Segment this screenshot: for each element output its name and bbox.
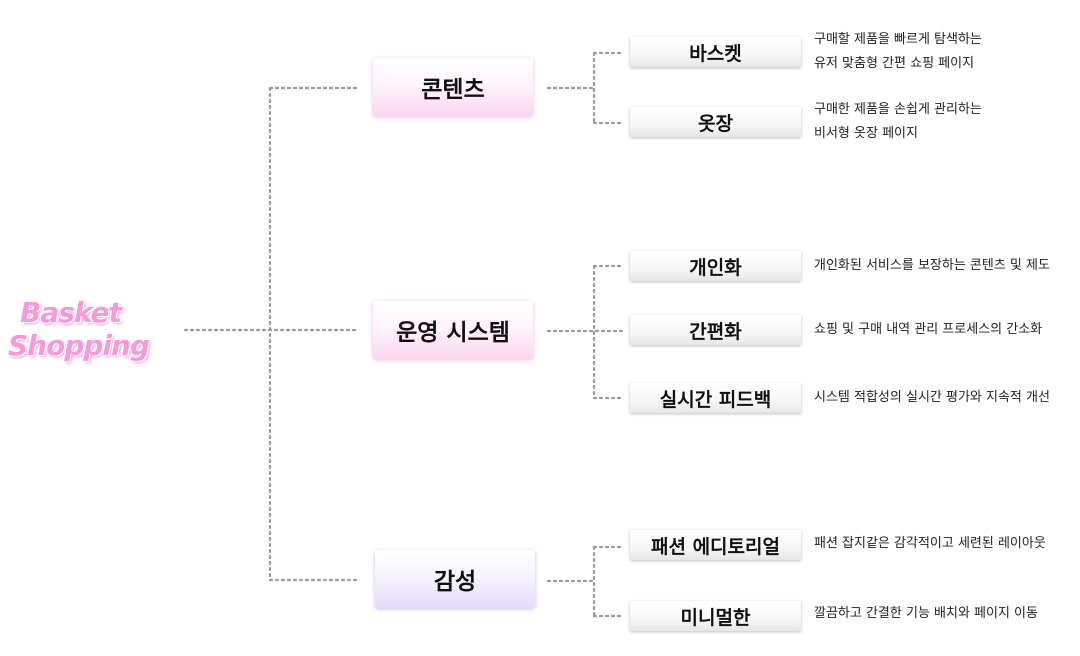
logo-line-2: Shopping <box>8 329 150 362</box>
item-realtime-feedback-description: 시스템 적합성의 실시간 평가와 지속적 개선 <box>814 386 1076 410</box>
item-closet-description: 구매한 제품을 손쉽게 관리하는 비서형 옷장 페이지 <box>814 98 1076 146</box>
connector-branch-3 <box>546 545 626 618</box>
desc-line: 구매한 제품을 손쉽게 관리하는 <box>814 102 982 117</box>
basket-shopping-logo: Basket Shopping <box>8 296 158 362</box>
category-operation-system: 운영 시스템 <box>373 301 533 359</box>
logo-line-1: Basket <box>20 296 122 329</box>
item-basket-description: 구매할 제품을 빠르게 탐색하는 유저 맞춤형 간편 쇼핑 페이지 <box>814 28 1076 76</box>
item-minimal: 미니멀한 <box>630 601 801 631</box>
item-simplification-description: 쇼핑 및 구매 내역 관리 프로세스의 간소화 <box>814 318 1076 342</box>
item-minimal-description: 깔끔하고 간결한 기능 배치와 페이지 이동 <box>814 602 1076 626</box>
item-personalization-description: 개인화된 서비스를 보장하는 콘텐츠 및 제도 <box>814 254 1076 278</box>
item-fashion-editorial: 패션 에디토리얼 <box>630 530 801 560</box>
item-realtime-feedback: 실시간 피드백 <box>630 383 801 413</box>
item-personalization: 개인화 <box>630 251 801 281</box>
category-contents: 콘텐츠 <box>373 58 533 116</box>
desc-line: 패션 잡지같은 감각적이고 세련된 레이아웃 <box>814 536 1046 551</box>
desc-line: 깔끔하고 간결한 기능 배치와 페이지 이동 <box>814 606 1038 621</box>
item-closet: 옷장 <box>630 107 801 137</box>
desc-line: 쇼핑 및 구매 내역 관리 프로세스의 간소화 <box>814 322 1043 337</box>
connector-branch-2 <box>546 264 626 400</box>
item-basket: 바스켓 <box>630 37 801 67</box>
item-fashion-editorial-description: 패션 잡지같은 감각적이고 세련된 레이아웃 <box>814 532 1076 556</box>
item-simplification: 간편화 <box>630 315 801 345</box>
desc-line: 유저 맞춤형 간편 쇼핑 페이지 <box>814 56 975 71</box>
connector-branch-1 <box>546 51 626 125</box>
category-sensibility: 감성 <box>375 550 535 608</box>
desc-line: 개인화된 서비스를 보장하는 콘텐츠 및 제도 <box>814 258 1050 273</box>
desc-line: 구매할 제품을 빠르게 탐색하는 <box>814 32 982 47</box>
desc-line: 시스템 적합성의 실시간 평가와 지속적 개선 <box>814 390 1050 405</box>
desc-line: 비서형 옷장 페이지 <box>814 126 918 141</box>
